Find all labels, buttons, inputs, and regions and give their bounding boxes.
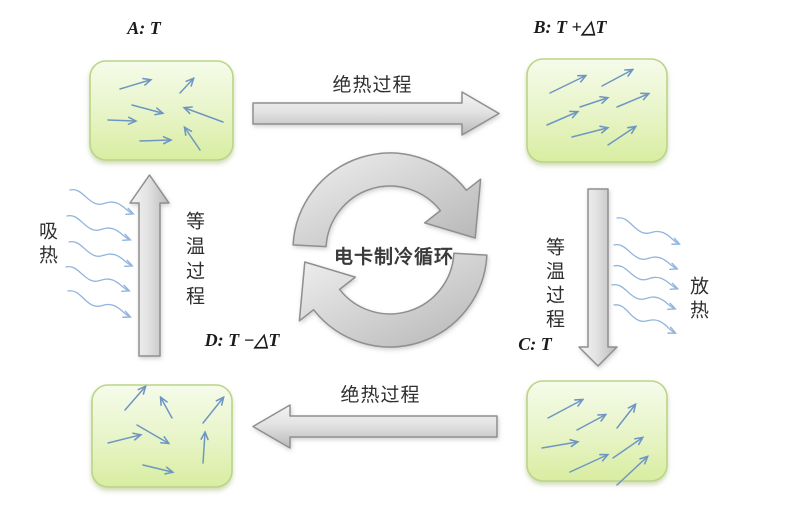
arrow-isothermal-left (129, 174, 170, 357)
dipoles-b-aligned (546, 70, 648, 146)
cycle-title: 电卡制冷循环 (334, 247, 455, 268)
adiabatic-process-top-label: 绝热过程 (332, 75, 413, 96)
dipoles-a-disordered (107, 79, 224, 151)
adiabatic-process-bottom-label: 绝热过程 (340, 385, 421, 406)
dipoles-d-disordered (107, 387, 223, 472)
cycle-arc-bottom (298, 252, 488, 348)
arrow-isothermal-right (578, 188, 618, 367)
state-box-d (91, 384, 233, 488)
arrow-adiabatic-bottom (252, 404, 498, 449)
isothermal-process-left-label: 等温过程 (183, 211, 204, 311)
dipoles-c-aligned (541, 400, 647, 486)
state-box-a (89, 60, 234, 161)
process-arrows (129, 91, 618, 449)
heat-release-label: 放热 (687, 276, 708, 324)
heat-release-waves (611, 217, 681, 333)
state-boxes (89, 58, 668, 488)
cycle-arc-top (292, 152, 482, 248)
state-a-label: A: T (127, 18, 161, 38)
heat-wave-arrows (65, 189, 681, 333)
state-box-b (526, 58, 668, 163)
heat-absorb-waves (65, 189, 135, 317)
state-b-label: B: T +△T (533, 17, 607, 37)
heat-absorb-label: 吸热 (36, 221, 57, 269)
state-d-label: D: T −△T (204, 330, 280, 350)
dipole-arrows (107, 70, 648, 486)
arrow-adiabatic-top (252, 91, 500, 136)
isothermal-process-right-label: 等温过程 (543, 237, 564, 333)
state-c-label: C: T (518, 334, 552, 354)
cycle-arrows (292, 152, 488, 348)
state-box-c (526, 380, 668, 482)
